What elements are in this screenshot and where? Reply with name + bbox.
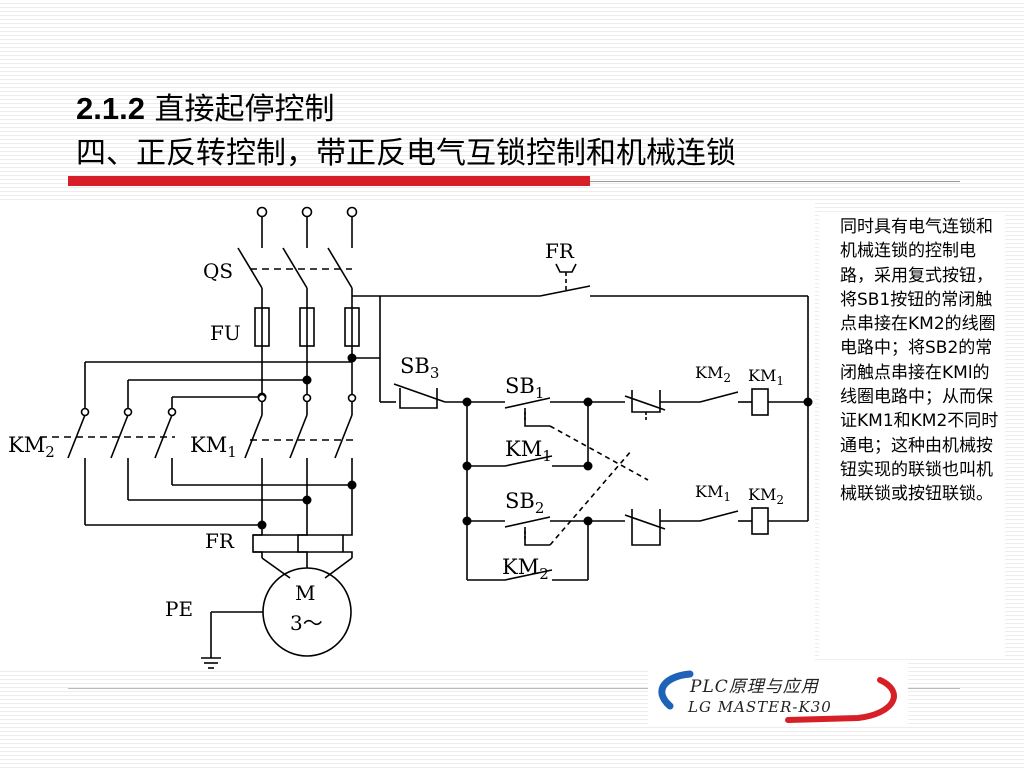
label-km1-main: KM1 bbox=[190, 433, 237, 461]
diagram-background bbox=[0, 200, 815, 668]
label-km2-main: KM2 bbox=[8, 433, 55, 461]
logo-line2: LG MASTER-K30 bbox=[688, 698, 832, 716]
title-underline-thin bbox=[590, 181, 960, 182]
label-qs: QS bbox=[203, 259, 233, 283]
title-underline-bar bbox=[68, 176, 590, 186]
wires bbox=[40, 206, 809, 669]
label-sb1: SB1 bbox=[505, 374, 544, 402]
title-line1: 直接起停控制 bbox=[154, 92, 335, 127]
section-number: 2.1.2 bbox=[76, 91, 145, 126]
switch-pivots bbox=[80, 393, 357, 417]
logo: PLC原理与应用 LG MASTER-K30 bbox=[648, 662, 908, 726]
label-km1-hold: KM1 bbox=[505, 437, 552, 465]
label-sb3: SB3 bbox=[400, 354, 439, 382]
logo-swoosh bbox=[658, 670, 897, 723]
label-km2-top-contact: KM2 bbox=[695, 363, 731, 385]
label-motor-3: 3～ bbox=[290, 611, 323, 635]
label-fr-main: FR bbox=[205, 529, 235, 553]
label-pe: PE bbox=[165, 597, 193, 621]
footer-rule bbox=[68, 688, 648, 689]
logo-line1: PLC原理与应用 bbox=[690, 677, 819, 697]
circuit-diagram: QS FU KM2 KM1 FR M 3～ PE FR SB3 SB1 KM1 … bbox=[0, 200, 815, 669]
footer-rule-right bbox=[905, 688, 960, 689]
label-fr-ctrl: FR bbox=[545, 239, 575, 263]
label-km1-bot-contact: KM1 bbox=[695, 482, 731, 504]
label-sb2: SB2 bbox=[505, 489, 544, 517]
label-fu: FU bbox=[210, 321, 241, 345]
page-title: 2.1.2 直接起停控制 bbox=[76, 84, 335, 128]
label-km2-coil: KM2 bbox=[748, 485, 784, 507]
page-subtitle: 四、正反转控制，带正反电气互锁控制和机械连锁 bbox=[76, 136, 736, 171]
label-km1-coil: KM1 bbox=[748, 366, 784, 388]
label-km2-hold: KM2 bbox=[502, 555, 549, 583]
explanation-text: 同时具有电气连锁和机械连锁的控制电路，采用复式按钮，将SB1按钮的常闭触点串接在… bbox=[819, 212, 1005, 656]
label-motor-m: M bbox=[295, 581, 315, 605]
